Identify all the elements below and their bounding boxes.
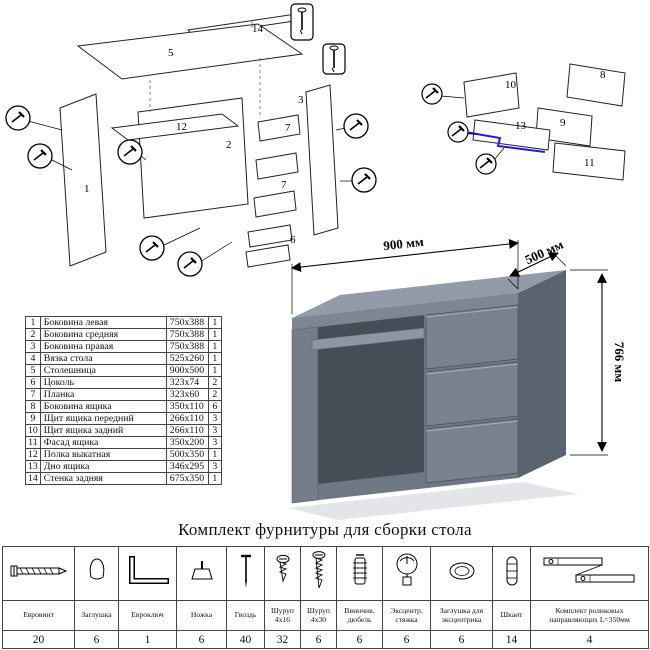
hardware-qty: 6 (336, 630, 383, 649)
part-label: 13 (515, 120, 527, 132)
hardware-qty: 40 (226, 630, 265, 649)
part-label: 3 (298, 94, 304, 106)
screw-short-icon (276, 554, 289, 583)
hardware-qty: 6 (176, 630, 227, 649)
part-plinth (245, 244, 291, 268)
part-plank (257, 114, 301, 142)
part-shelf (110, 113, 240, 141)
hardware-name: Эксцентр. стяжка (382, 600, 431, 631)
screw-long-icon (312, 551, 325, 589)
hardware-names-row: Евровинт Заглушка Евроключ Ножка Гвоздь … (2, 600, 649, 631)
desk-shadow (288, 482, 578, 520)
part-right-panel (305, 84, 339, 236)
hardware-name: Гвоздь (226, 600, 265, 631)
part-plank (255, 152, 299, 180)
part-drawer-side (566, 63, 626, 107)
cam-lock-icon (396, 553, 417, 586)
hardware-name: Евровинт (2, 600, 75, 631)
hardware-name: Ввинчив. дюбель (336, 600, 383, 631)
hardware-qty-row: 20 6 1 6 40 32 6 6 6 6 14 4 (2, 630, 649, 649)
hardware-qty: 14 (492, 630, 531, 649)
desk-top-edge (292, 293, 518, 330)
dowel-screw-icon (352, 554, 367, 585)
part-drawer-facade (552, 142, 626, 181)
hex-key-icon (128, 556, 169, 584)
hardware-qty: 1 (118, 630, 177, 649)
hardware-qty: 6 (382, 630, 431, 649)
desk-left-panel (291, 326, 319, 504)
part-left-panel (59, 93, 107, 267)
hardware-qty: 6 (430, 630, 493, 649)
page-title: Комплект фурнитуры для сборки стола (178, 520, 472, 539)
hardware-name: Шуруп 4x30 (300, 600, 337, 631)
hardware-qty: 4 (530, 630, 649, 649)
assembled-desk-render: 900 мм 500 мм 766 мм (288, 234, 627, 520)
part-label: 10 (505, 79, 517, 91)
drawer-slides-icon (543, 557, 634, 583)
hardware-qty: 6 (74, 630, 119, 649)
hardware-name: Заглушка (74, 600, 119, 631)
part-label: 5 (168, 47, 174, 59)
part-label: 7 (281, 179, 287, 191)
part-drawer-back (463, 72, 520, 118)
dimension-width-label: 900 мм (383, 234, 425, 253)
dimension-height-label: 766 мм (612, 342, 627, 383)
hardware-name: Евроключ (118, 600, 177, 631)
desk-top (292, 270, 566, 318)
drawer-front-1 (425, 304, 519, 370)
hardware-qty: 32 (264, 630, 301, 649)
part-tabletop (76, 23, 304, 80)
cap-icon (89, 558, 104, 580)
keyboard-tray (311, 327, 425, 351)
drawer-exploded-diagram: 10 8 9 13 11 (421, 63, 626, 181)
hardware-icons-row (2, 546, 649, 601)
cam-cap-icon (449, 562, 474, 580)
hardware-qty: 6 (300, 630, 337, 649)
part-label: 1 (84, 183, 90, 195)
hardware-qty: 20 (2, 630, 75, 649)
part-label: 14 (252, 23, 264, 35)
part-label: 12 (176, 121, 187, 133)
part-plank (253, 190, 297, 218)
hardware-name: Шкант (492, 600, 531, 631)
foot-icon (190, 561, 213, 580)
wood-dowel-icon (506, 556, 517, 586)
hardware-name: Комплект роликовых направляющих L=350мм (530, 600, 649, 631)
part-label: 9 (560, 117, 566, 129)
confirmat-screw-icon (10, 565, 67, 577)
part-label: 11 (584, 157, 595, 169)
dimension-depth-label: 500 мм (523, 237, 566, 268)
part-label: 8 (600, 69, 606, 81)
drawer-front-3 (425, 418, 519, 484)
part-label: 7 (285, 122, 291, 134)
hardware-name: Шуруп 4x16 (264, 600, 301, 631)
roller-guide-line (464, 131, 546, 153)
part-middle-panel (137, 97, 249, 219)
hardware-table: Евровинт Заглушка Евроключ Ножка Гвоздь … (2, 546, 649, 649)
hardware-name: Ножка (176, 600, 227, 631)
drawer-front-2 (425, 361, 519, 427)
part-label: 2 (226, 139, 232, 151)
hardware-name: Заглушка для эксцентрика (430, 600, 493, 631)
desk-compartment (318, 315, 424, 484)
desk-exploded-diagram: 14 5 2 12 1 3 7 7 6 (5, 3, 377, 277)
nail-icon (240, 554, 251, 588)
desk-right-side (518, 270, 566, 478)
